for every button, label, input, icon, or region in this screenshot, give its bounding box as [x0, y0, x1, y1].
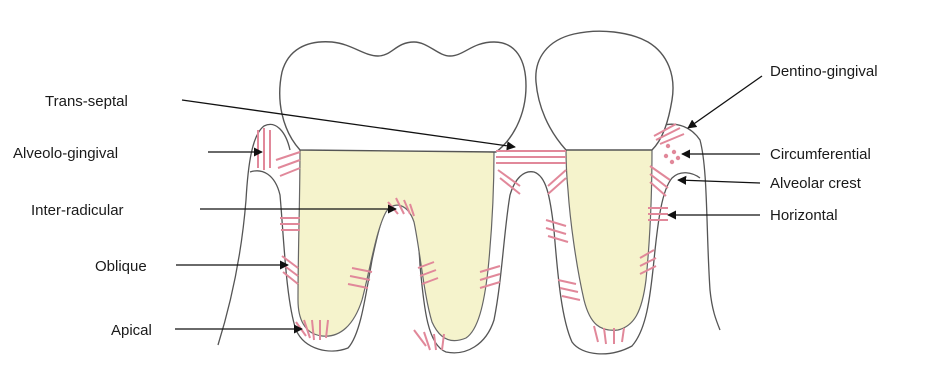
fiber-line — [560, 288, 578, 292]
fiber-line — [434, 334, 436, 350]
alveolar-crest-fibers — [650, 166, 670, 196]
label-circumferential: Circumferential — [770, 146, 871, 163]
fiber-dot — [672, 150, 676, 154]
gingival-upper-left-fibers — [276, 152, 300, 176]
fiber-dot — [670, 160, 674, 164]
label-horizontal: Horizontal — [770, 207, 838, 224]
label-inter-radicular: Inter-radicular — [31, 202, 124, 219]
left-molar-root — [298, 148, 494, 341]
fiber-line — [548, 236, 568, 242]
fiber-line — [424, 332, 430, 350]
fiber-line — [546, 220, 566, 226]
dentino-gingival-pointer — [688, 76, 762, 128]
label-oblique: Oblique — [95, 258, 147, 275]
oblique-premolar-left-fibers — [546, 220, 568, 242]
fiber-line — [562, 296, 580, 300]
oblique-left-fibers — [282, 256, 298, 284]
fiber-line — [546, 228, 566, 234]
fiber-line — [622, 328, 624, 342]
fiber-line — [278, 160, 300, 168]
label-dentino-gingival: Dentino-gingival — [770, 63, 878, 80]
circumferential-fibers — [664, 144, 680, 164]
fiber-dot — [666, 144, 670, 148]
fiber-line — [276, 152, 300, 160]
right-premolar-root — [566, 148, 652, 330]
fiber-line — [280, 168, 300, 176]
label-apical: Apical — [111, 322, 152, 339]
fiber-line — [548, 178, 566, 194]
label-alveolo-gingival: Alveolo-gingival — [13, 145, 118, 162]
fiber-line — [548, 170, 566, 186]
alveolar-crest-pointer — [678, 180, 760, 183]
fiber-line — [558, 280, 576, 284]
fiber-dot — [664, 154, 668, 158]
fiber-dot — [676, 156, 680, 160]
trans-septal-fibers — [496, 151, 566, 163]
left-molar-crown — [280, 42, 526, 152]
right-premolar-crown — [536, 31, 673, 150]
left-gingiva-outline — [218, 124, 290, 345]
interdental-crest-fibers — [498, 170, 566, 194]
fiber-line — [594, 326, 598, 342]
alveolo-gingival-fibers — [258, 128, 270, 170]
fiber-line — [604, 328, 606, 344]
label-alveolar-crest: Alveolar crest — [770, 175, 862, 192]
label-trans-septal: Trans-septal — [45, 93, 128, 110]
fiber-line — [650, 166, 670, 180]
